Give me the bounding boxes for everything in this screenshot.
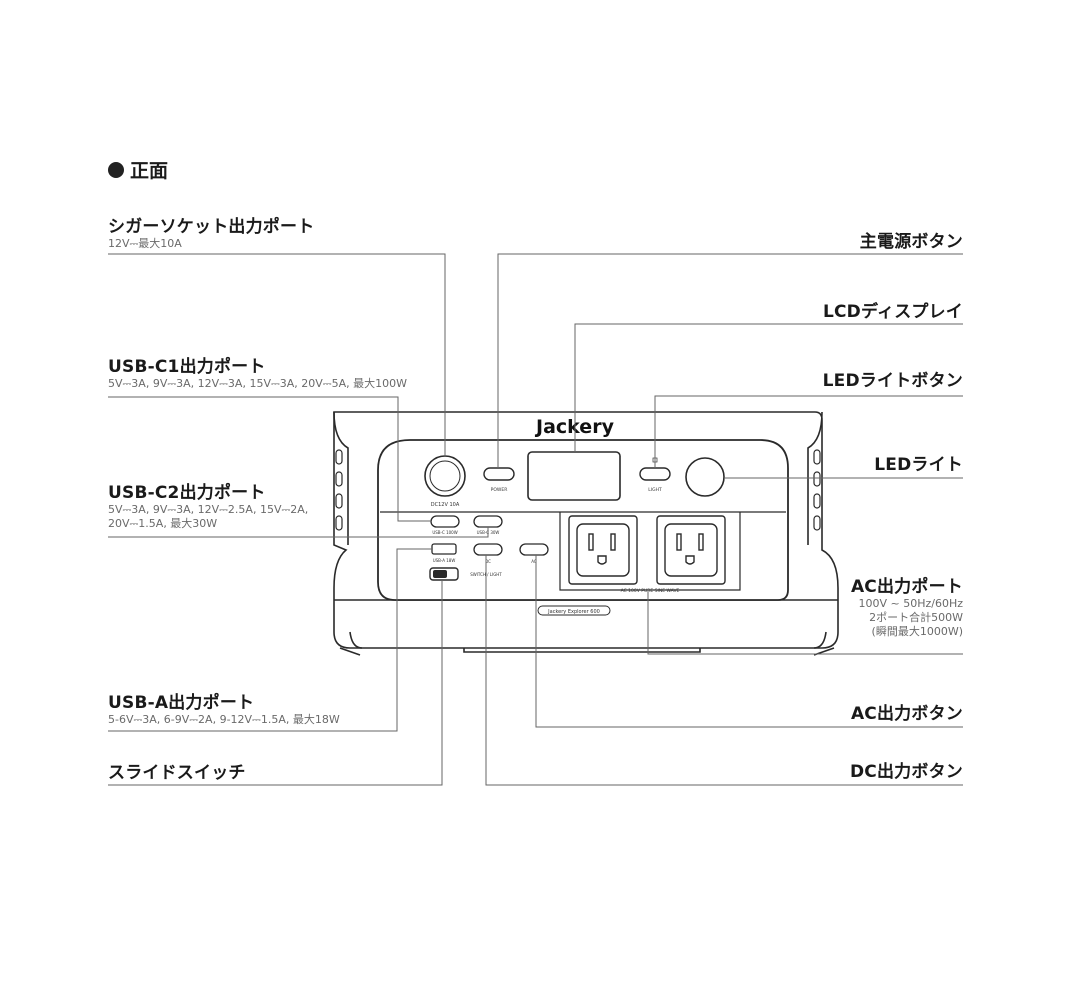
model-label: Jackery Explorer 600 [547,609,600,615]
leader-power [497,253,963,468]
dc-output-button[interactable] [473,543,503,556]
callout-lcd: LCDディスプレイ [823,297,963,322]
cigar-label: DC12V 10A [431,502,460,508]
callout-spec: 12V⎓最大10A [108,237,182,250]
leader-usbc1 [108,396,431,522]
leader-usbc2 [108,527,489,538]
usbc1-label: USB-C 100W [432,530,457,535]
callout-spec-line2: 2ポート合計500W [869,611,963,624]
callout-dc-button: DC出力ボタン [850,757,963,782]
brand-logo: Jackery [534,416,615,438]
ac-outlet-2 [656,515,726,585]
leader-usba [108,548,432,732]
usb-c1-port [430,515,460,528]
lcd-display [527,451,621,501]
callout-spec-line1: 5V⎓3A, 9V⎓3A, 12V⎓2.5A, 15V⎓2A, [108,503,309,516]
leader-dc-button [485,555,963,786]
leader-led-button [654,395,963,468]
bulb-icon [652,457,658,463]
led-light [685,457,725,497]
callout-title: シガーソケット出力ポート [108,217,315,237]
cigar-socket [424,455,466,497]
callout-spec-line1: 100V ~ 50Hz/60Hz [858,597,963,610]
callout-title: 主電源ボタン [859,232,963,252]
led-light-button[interactable] [639,467,671,481]
callout-ac-port: AC出力ポート 100V ~ 50Hz/60Hz 2ポート合計500W (瞬間最… [851,572,963,639]
ac-output-button[interactable] [519,543,549,556]
callout-slide-switch: スライドスイッチ [108,758,246,783]
main-power-button[interactable] [483,467,515,481]
callout-title: LCDディスプレイ [822,302,963,322]
callout-title: DC出力ボタン [850,762,963,782]
usb-c2-port [473,515,503,528]
ac-band-label: AC 100V PURE SINE WAVE [621,588,680,594]
leader-lines [108,253,963,786]
leader-ac-button [535,555,963,728]
leader-ac-port [647,590,963,655]
callout-led-button: LEDライトボタン [823,366,963,391]
usb-a-port [431,543,457,555]
leader-lcd [574,323,963,452]
callout-title: USB-C1出力ポート [108,357,266,377]
callout-usb-a: USB-A出力ポート 5-6V⎓3A, 6-9V⎓2A, 9-12V⎓1.5A,… [108,688,340,727]
callout-led-light: LEDライト [874,450,963,475]
bullet-dot-icon [108,161,124,178]
callout-cigar-socket: シガーソケット出力ポート 12V⎓最大10A [108,212,314,251]
usba-label: USB-A 18W [433,558,456,563]
callout-title: LEDライトボタン [822,371,963,391]
led-label: LIGHT [648,487,662,493]
leader-cigar [108,253,446,456]
callout-spec: 5V⎓3A, 9V⎓3A, 12V⎓3A, 15V⎓3A, 20V⎓5A, 最大… [108,377,407,390]
callout-title: USB-A出力ポート [108,693,255,713]
ac-outlet-1 [568,515,638,585]
callout-title: スライドスイッチ [108,763,246,783]
callout-title: USB-C2出力ポート [108,483,266,503]
dc-label: DC [485,559,491,564]
callout-usb-c2: USB-C2出力ポート 5V⎓3A, 9V⎓3A, 12V⎓2.5A, 15V⎓… [108,478,308,531]
section-title-text: 正面 [130,160,169,182]
callout-usb-c1: USB-C1出力ポート 5V⎓3A, 9V⎓3A, 12V⎓3A, 15V⎓3A… [108,352,407,391]
callout-title: AC出力ボタン [850,704,963,724]
slide-switch-knob [433,570,447,578]
callout-spec-line3: (瞬間最大1000W) [871,625,963,638]
callout-title: LEDライト [874,455,963,475]
ac-label: AC [531,559,537,564]
leader-slide [108,580,443,786]
callout-main-power: 主電源ボタン [860,227,963,252]
callout-ac-button: AC出力ボタン [851,699,963,724]
section-title: 正面 [108,156,168,183]
callout-spec: 5-6V⎓3A, 6-9V⎓2A, 9-12V⎓1.5A, 最大18W [108,713,340,726]
callout-spec-line2: 20V⎓1.5A, 最大30W [108,517,218,530]
power-label: POWER [491,487,508,493]
callout-title: AC出力ポート [850,577,963,597]
model-plate [537,605,611,616]
